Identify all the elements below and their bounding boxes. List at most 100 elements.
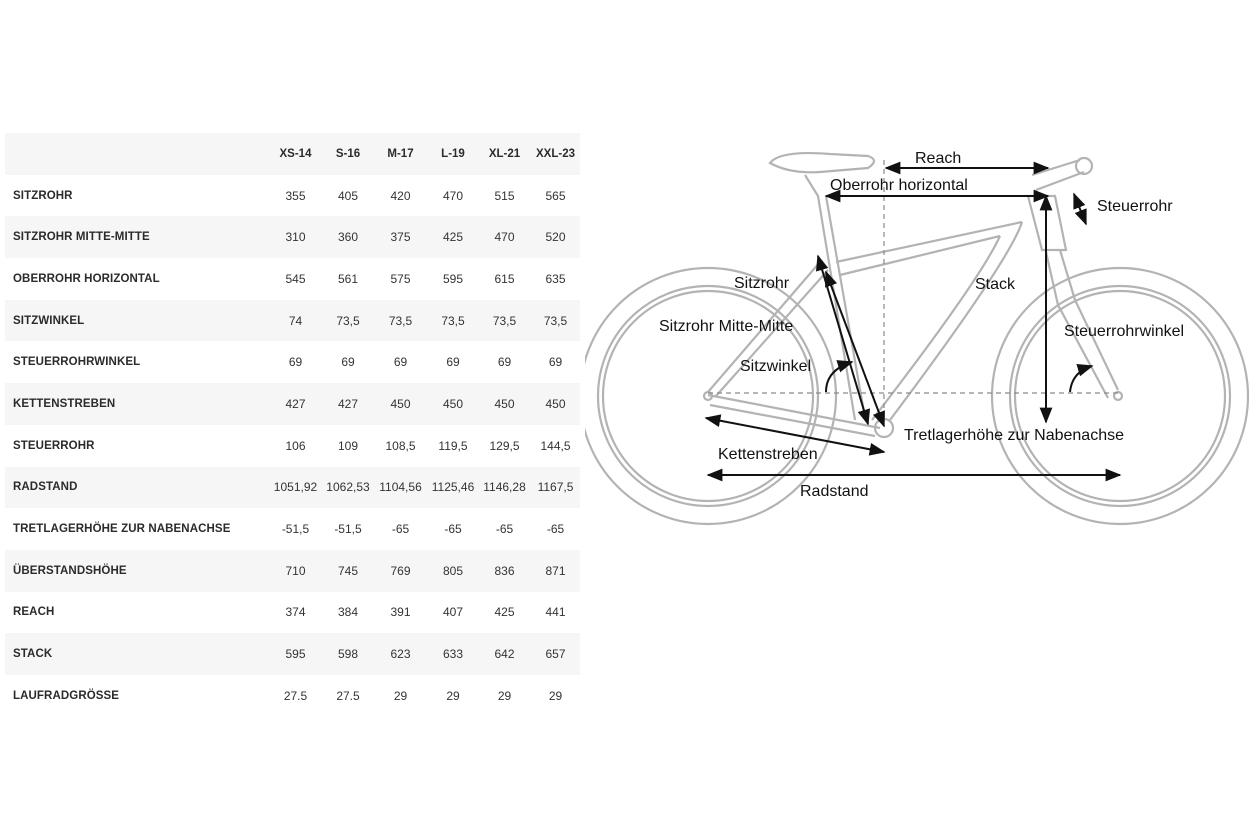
table-cell: 1125,46 [431, 480, 475, 495]
table-cell: 427 [285, 396, 306, 411]
kettenstreben-arrow [704, 414, 886, 456]
label-oberrohr: Oberrohr horizontal [830, 177, 968, 194]
table-cell: 73,5 [388, 313, 413, 328]
table-cell: 805 [442, 563, 464, 578]
table-cell: 595 [285, 647, 306, 662]
table-cell: 1104,56 [379, 480, 422, 495]
table-cell: 871 [545, 563, 566, 578]
saddle [768, 151, 876, 174]
table-cell: 575 [390, 271, 411, 286]
table-cell: 745 [337, 563, 359, 578]
table-cell: 73,5 [441, 313, 465, 328]
table-cell: 545 [285, 271, 306, 286]
label-steuerrohr: Steuerrohr [1097, 198, 1173, 215]
table-cell: 450 [494, 396, 515, 411]
row-label: KETTENSTREBEN [13, 397, 116, 410]
table-cell: 710 [285, 563, 306, 578]
measurement-arrows [704, 161, 1122, 482]
table-cell: 642 [494, 647, 515, 662]
table-cell: 69 [548, 355, 563, 370]
table-cell: 470 [494, 230, 515, 245]
table-cell: 450 [442, 396, 464, 411]
table-cell: 374 [285, 605, 306, 620]
table-cell: 74 [288, 313, 303, 328]
table-cell: 405 [337, 188, 359, 203]
table-cell: 29 [446, 688, 460, 703]
table-cell: 355 [285, 188, 306, 203]
table-cell: 27.5 [283, 688, 308, 703]
bike-geometry-diagram: Reach Oberrohr horizontal Steuerrohr Sit… [585, 150, 1250, 526]
steuerrohr-arrow [1073, 192, 1087, 226]
table-cell: 450 [390, 396, 411, 411]
label-reach: Reach [915, 150, 961, 167]
label-sitzrohr-mm: Sitzrohr Mitte-Mitte [659, 318, 793, 335]
size-header: S-16 [335, 147, 361, 160]
seatstay [707, 261, 829, 397]
table-cell: 565 [545, 188, 566, 203]
table-cell: 1167,5 [537, 480, 574, 495]
table-cell: 310 [285, 230, 306, 245]
table-header-corner [5, 133, 268, 175]
table-cell: 384 [337, 605, 359, 620]
table-row: STEUERROHRWINKEL 69 69 69 69 69 69 [5, 341, 580, 384]
row-label: SITZWINKEL [13, 314, 85, 327]
table-cell: 515 [494, 188, 515, 203]
table-cell: 615 [494, 271, 515, 286]
size-header: XXL-23 [536, 147, 575, 160]
table-cell: 375 [390, 230, 411, 245]
down-tube [871, 221, 1024, 421]
table-cell: 360 [337, 230, 359, 245]
table-cell: 420 [390, 188, 411, 203]
table-cell: 1146,28 [483, 480, 526, 495]
row-label: RADSTAND [13, 481, 78, 494]
table-cell: 73,5 [543, 313, 568, 328]
table-cell: 470 [442, 188, 464, 203]
row-label: STEUERROHRWINKEL [13, 356, 141, 369]
table-cell: 623 [390, 647, 411, 662]
table-cell: 129,5 [489, 438, 520, 453]
steuerrohrwinkel-arc [1069, 364, 1094, 393]
table-cell: 595 [442, 271, 464, 286]
size-header: XS-14 [279, 147, 312, 160]
table-cell: 69 [341, 355, 355, 370]
sitzrohr-arrow [815, 254, 871, 426]
table-cell: 391 [390, 605, 411, 620]
sitzwinkel-arc [825, 360, 854, 393]
label-sitzwinkel: Sitzwinkel [740, 358, 811, 375]
table-cell: 29 [393, 688, 408, 703]
table-cell: 69 [446, 355, 460, 370]
table-cell: 635 [545, 271, 566, 286]
sitzrohr-mm-arrow [825, 270, 885, 428]
table-cell: 407 [442, 605, 464, 620]
row-label: STEUERROHR [13, 439, 95, 452]
table-cell: 1062,53 [326, 480, 370, 495]
table-cell: 561 [337, 271, 359, 286]
table-cell: 69 [393, 355, 408, 370]
label-radstand: Radstand [800, 483, 869, 500]
table-cell: 425 [442, 230, 464, 245]
table-cell: 69 [497, 355, 512, 370]
table-cell: -51,5 [334, 522, 362, 537]
table-cell: 1051,92 [273, 480, 318, 495]
table-cell: 69 [288, 355, 303, 370]
table-cell: 450 [545, 396, 566, 411]
table-cell: 73,5 [492, 313, 517, 328]
table-cell: 27.5 [336, 688, 360, 703]
row-label: TRETLAGERHÖHE ZUR NABENACHSE [13, 523, 231, 536]
table-cell: -65 [391, 522, 410, 537]
front-wheel [990, 266, 1250, 526]
row-label: ÜBERSTANDSHÖHE [13, 564, 127, 577]
row-label: REACH [13, 606, 55, 619]
table-cell: 657 [545, 647, 566, 662]
table-cell: -65 [444, 522, 462, 537]
